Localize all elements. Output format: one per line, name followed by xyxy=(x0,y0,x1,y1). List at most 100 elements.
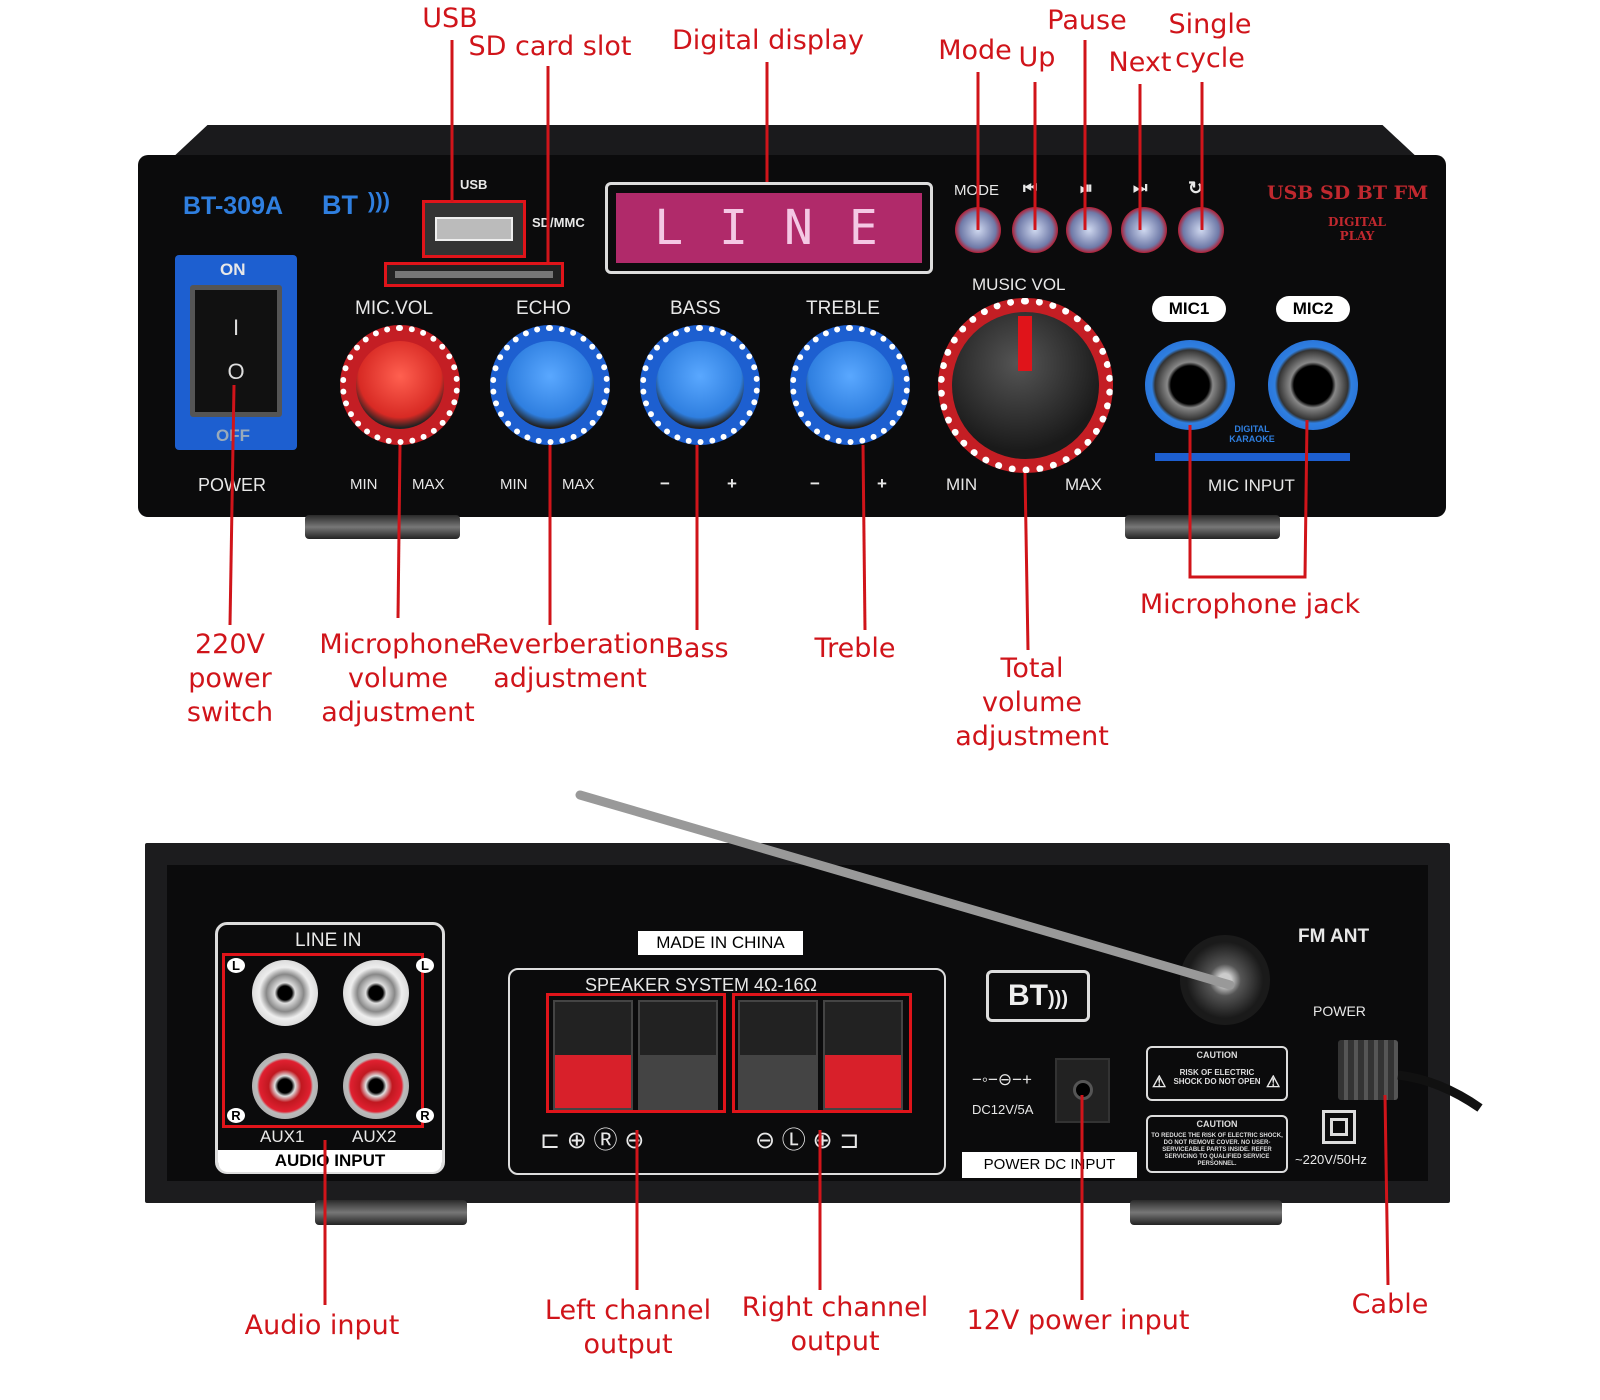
callout-line: adjustment xyxy=(321,697,475,728)
power-cable xyxy=(1338,1040,1398,1100)
max-label: MAX xyxy=(562,476,595,493)
callout-line: switch xyxy=(186,697,274,728)
min-label: MIN xyxy=(500,476,528,493)
mic1-jack[interactable] xyxy=(1145,340,1235,430)
repeat-icon: ↻ xyxy=(1188,178,1204,198)
foot xyxy=(1125,515,1280,539)
minus-label: − xyxy=(660,474,670,493)
mic1-label: MIC1 xyxy=(1152,296,1226,322)
min-label: MIN xyxy=(946,475,978,494)
left-negative-terminal[interactable] xyxy=(638,1000,718,1110)
aux1-right-jack[interactable] xyxy=(252,1053,318,1119)
callout-line: adjustment xyxy=(955,721,1109,752)
ac-rating: ~220V/50Hz xyxy=(1295,1152,1367,1167)
callout-line: Right channel xyxy=(741,1292,929,1323)
callout-line: Reverberation xyxy=(474,629,666,660)
dc-rating: DC12V/5A xyxy=(972,1102,1034,1117)
music-vol-label: MUSIC VOL xyxy=(972,275,1066,294)
karaoke-label: DIGITAL KARAOKE xyxy=(1229,424,1275,444)
foot xyxy=(315,1200,467,1225)
callout-line: power xyxy=(188,663,272,694)
brand-line2: DIGITAL PLAY xyxy=(1328,215,1386,243)
echo-knob[interactable] xyxy=(490,325,610,445)
foot xyxy=(1130,1200,1282,1225)
shock-icon: ⚠ xyxy=(1266,1074,1281,1091)
treble-label: TREBLE xyxy=(806,298,880,319)
dc-power-jack[interactable] xyxy=(1055,1058,1110,1123)
repeat-button[interactable] xyxy=(1178,207,1224,253)
dc-polarity-icon: −◦−⊖−+ xyxy=(972,1070,1032,1089)
switch-off-label: OFF xyxy=(216,426,250,445)
audio-input-highlight xyxy=(222,953,424,1128)
caution-box-2: CAUTION TO REDUCE THE RISK OF ELECTRIC S… xyxy=(1146,1115,1288,1173)
line-in-label: LINE IN xyxy=(292,930,365,952)
treble-knob[interactable] xyxy=(790,325,910,445)
display-text: LINE xyxy=(616,193,922,263)
play-pause-icon: ⏯ xyxy=(1080,180,1093,197)
sd-label: SD/MMC xyxy=(532,215,585,230)
left-output-highlight xyxy=(546,993,726,1113)
caution-title: CAUTION xyxy=(1196,1119,1238,1129)
music-volume-knob[interactable] xyxy=(938,298,1113,473)
callout-line: Total xyxy=(1000,653,1064,684)
front-panel-top-edge xyxy=(170,125,1420,160)
callout-line: adjustment xyxy=(493,663,647,694)
right-negative-terminal[interactable] xyxy=(738,1000,818,1110)
callout-sd-card-slot: SD card slot xyxy=(468,31,632,62)
sd-card-slot[interactable] xyxy=(384,262,564,287)
bass-knob[interactable] xyxy=(640,325,760,445)
aux2-left-jack[interactable] xyxy=(343,960,409,1026)
aux1-left-jack[interactable] xyxy=(252,960,318,1026)
callout-line: output xyxy=(583,1329,673,1360)
callout-line: Microphone xyxy=(319,629,477,660)
mic-vol-label: MIC.VOL xyxy=(355,298,434,319)
fm-ant-label: FM ANT xyxy=(1298,926,1370,947)
mic2-jack[interactable] xyxy=(1268,340,1358,430)
right-positive-terminal[interactable] xyxy=(823,1000,903,1110)
callout-line: Single xyxy=(1168,9,1252,40)
aux2-right-jack[interactable] xyxy=(343,1053,409,1119)
min-label: MIN xyxy=(350,476,378,493)
callout-microphone-jack: Microphone jack xyxy=(1139,589,1361,620)
caution-box-1: CAUTION RISK OF ELECTRIC SHOCK DO NOT OP… xyxy=(1146,1046,1288,1101)
caution-title: CAUTION xyxy=(1196,1050,1238,1060)
mode-button[interactable] xyxy=(955,207,1001,253)
callout-pause: Pause xyxy=(1047,5,1127,36)
bluetooth-icon: ))) xyxy=(1048,988,1068,1010)
callout-line: cycle xyxy=(1175,43,1245,74)
max-label: MAX xyxy=(412,476,445,493)
bt-logo: BT xyxy=(322,190,358,220)
foot xyxy=(305,515,460,539)
minus-label: − xyxy=(810,474,820,493)
right-channel-mark: R xyxy=(227,1108,245,1123)
callout-usb: USB xyxy=(422,3,478,34)
callout-treble: Treble xyxy=(814,633,896,664)
plus-label: + xyxy=(877,474,887,493)
callout-up: Up xyxy=(1018,42,1056,73)
audio-input-label: AUDIO INPUT xyxy=(218,1150,442,1172)
callout-line: volume xyxy=(981,687,1083,718)
callout-cable: Cable xyxy=(1351,1289,1429,1320)
usb-port[interactable] xyxy=(422,200,526,258)
left-channel-mark: L xyxy=(416,958,434,973)
power-label: POWER xyxy=(1313,1003,1366,1019)
brand-line1: USB SD BT FM xyxy=(1267,182,1429,204)
aux2-label: AUX2 xyxy=(352,1127,397,1146)
pause-button[interactable] xyxy=(1066,207,1112,253)
fm-antenna-mount xyxy=(1180,935,1270,1025)
previous-button[interactable] xyxy=(1012,207,1058,253)
mic-volume-knob[interactable] xyxy=(340,325,460,445)
made-in-label: MADE IN CHINA xyxy=(638,931,803,955)
next-button[interactable] xyxy=(1121,207,1167,253)
left-positive-terminal[interactable] xyxy=(553,1000,633,1110)
aux1-label: AUX1 xyxy=(260,1127,305,1146)
caution-text: TO REDUCE THE RISK OF ELECTRIC SHOCK, DO… xyxy=(1151,1133,1283,1167)
switch-on-label: ON xyxy=(220,260,246,279)
mic-input-label: MIC INPUT xyxy=(1208,476,1295,495)
right-channel-mark: R xyxy=(416,1108,434,1123)
